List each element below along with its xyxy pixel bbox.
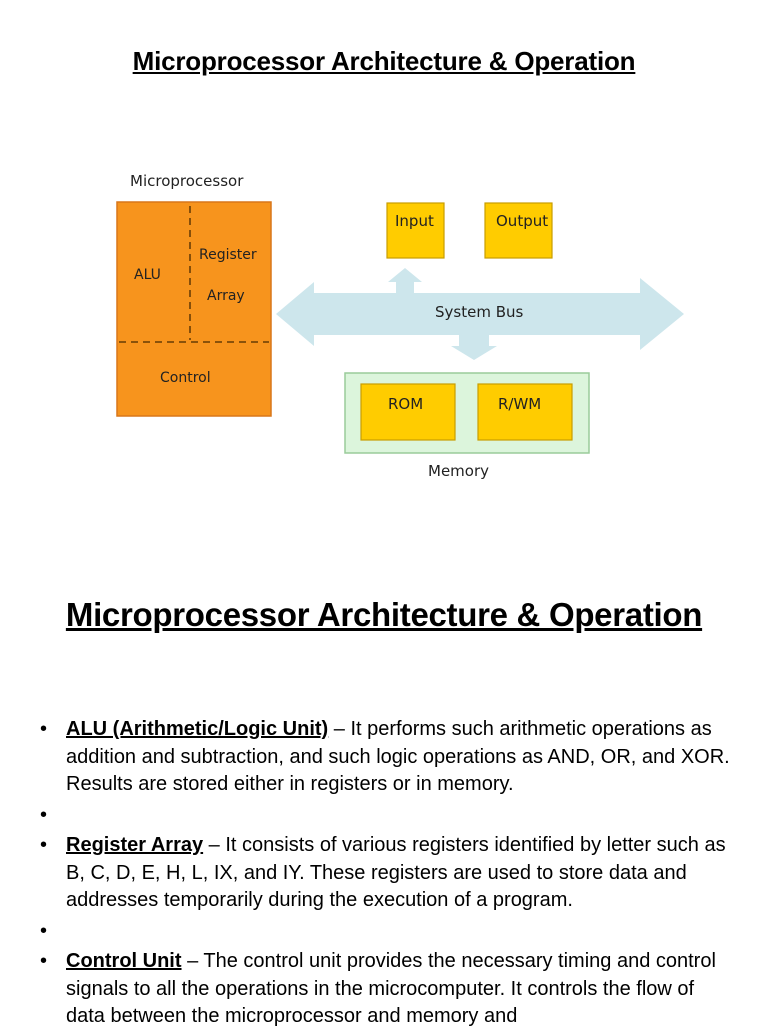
- empty-bullet: [40, 802, 730, 830]
- bullet-list: ALU (Arithmetic/Logic Unit) – It perform…: [40, 716, 730, 1031]
- input-label: Input: [395, 212, 434, 230]
- empty-bullet: [40, 918, 730, 946]
- bullet-term: Control Unit: [66, 950, 182, 972]
- rom-block: [360, 383, 456, 441]
- page-title-mid: Microprocessor Architecture & Operation: [65, 596, 703, 633]
- alu-label: ALU: [134, 267, 161, 283]
- bullet-control-unit: Control Unit – The control unit provides…: [40, 948, 730, 1031]
- architecture-diagram: Microprocessor ALU Register Array Contro…: [100, 160, 700, 500]
- architecture-diagram-graphic: [116, 201, 684, 454]
- output-block: [484, 202, 553, 259]
- bullet-register-array: Register Array – It consists of various …: [40, 832, 730, 915]
- register-label: Register: [199, 247, 257, 263]
- microprocessor-label: Microprocessor: [130, 172, 244, 190]
- system-bus-label: System Bus: [435, 303, 524, 321]
- rwm-label: R/WM: [498, 395, 542, 413]
- page-title-top: Microprocessor Architecture & Operation: [132, 46, 636, 76]
- bullet-text: – It performs such arithmetic operations…: [66, 718, 730, 795]
- output-label: Output: [496, 212, 549, 230]
- bullet-alu: ALU (Arithmetic/Logic Unit) – It perform…: [40, 716, 730, 799]
- control-label: Control: [160, 370, 211, 386]
- array-label: Array: [207, 288, 245, 304]
- microprocessor-block: [116, 201, 272, 417]
- bullet-text: – It consists of various registers ident…: [66, 834, 726, 911]
- memory-label: Memory: [428, 462, 490, 480]
- system-bus-arrow: [276, 268, 684, 360]
- rom-label: ROM: [388, 395, 424, 413]
- bullet-term: Register Array: [66, 834, 204, 856]
- input-block: [386, 202, 445, 259]
- bullet-text: – The control unit provides the necessar…: [66, 950, 716, 1027]
- bullet-term: ALU (Arithmetic/Logic Unit): [66, 718, 329, 740]
- rwm-block: [477, 383, 573, 441]
